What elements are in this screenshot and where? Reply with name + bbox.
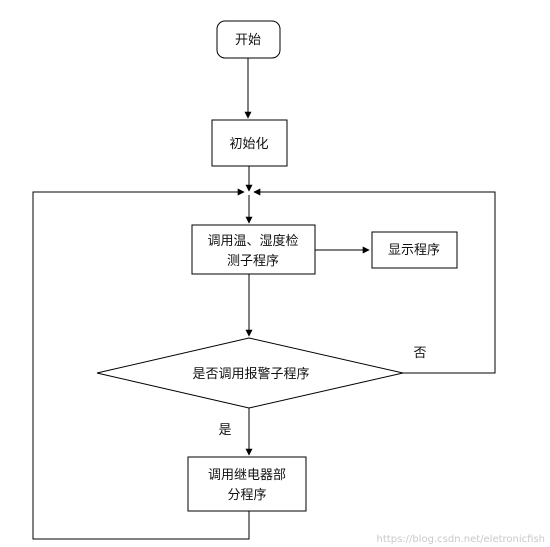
display-node [371,231,458,269]
init-node [211,119,288,167]
edge-relay-loop [32,188,250,540]
relay-label-2: 分程序 [227,488,266,503]
init-label: 初始化 [229,137,268,152]
display-label: 显示程序 [388,243,440,258]
relay-node [187,456,307,512]
relay-label-1: 调用继电器部 [208,468,286,483]
detect-label-2: 测子程序 [227,254,279,269]
detect-label-1: 调用温、湿度检 [207,233,298,249]
start-label: 开始 [235,33,261,48]
yes-label: 是 [218,423,231,438]
decision-label: 是否调用报警子程序 [192,366,309,382]
no-label: 否 [413,346,426,361]
watermark: https://blog.csdn.net/eletronicfish [377,534,545,545]
edge-decision-no-loop [253,188,496,374]
